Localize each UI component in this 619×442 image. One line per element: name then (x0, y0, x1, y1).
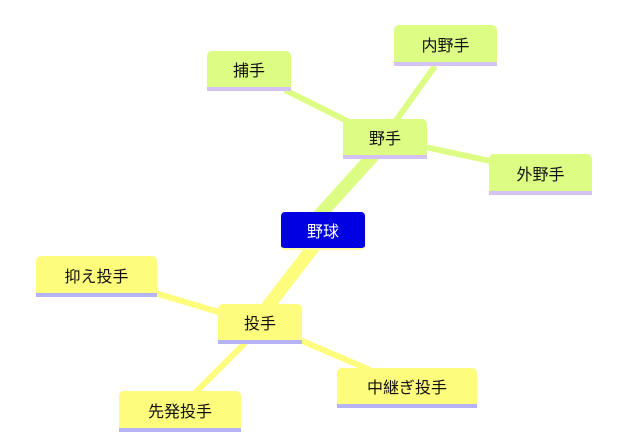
node-catcher[interactable]: 捕手 (207, 51, 291, 91)
node-pitchers[interactable]: 投手 (218, 304, 302, 344)
edge-fielders-outfielder (424, 144, 496, 165)
edge-root-pitchers (259, 241, 321, 314)
edge-fielders-catcher (283, 87, 357, 128)
node-label: 投手 (243, 314, 276, 333)
node-outfielder[interactable]: 外野手 (489, 154, 592, 195)
node-fielders[interactable]: 野手 (343, 119, 427, 159)
node-label: 野手 (368, 129, 401, 148)
node-closer[interactable]: 抑え投手 (36, 256, 157, 297)
root-node[interactable]: 野球 (281, 212, 365, 250)
edge-pitchers-closer (154, 290, 223, 316)
edge-pitchers-reliever (298, 337, 372, 373)
node-label: 捕手 (232, 61, 265, 80)
node-label: 中継ぎ投手 (366, 378, 447, 397)
edge-pitchers-starter (192, 340, 248, 396)
node-starter[interactable]: 先発投手 (119, 391, 241, 432)
root-label: 野球 (306, 222, 339, 241)
node-label: 抑え投手 (64, 266, 129, 286)
node-label: 外野手 (516, 164, 565, 184)
edge-fielders-infielder (392, 64, 438, 124)
node-label: 内野手 (421, 35, 470, 55)
node-reliever[interactable]: 中継ぎ投手 (337, 368, 477, 408)
node-label: 先発投手 (147, 401, 212, 421)
node-infielder[interactable]: 内野手 (394, 25, 497, 66)
